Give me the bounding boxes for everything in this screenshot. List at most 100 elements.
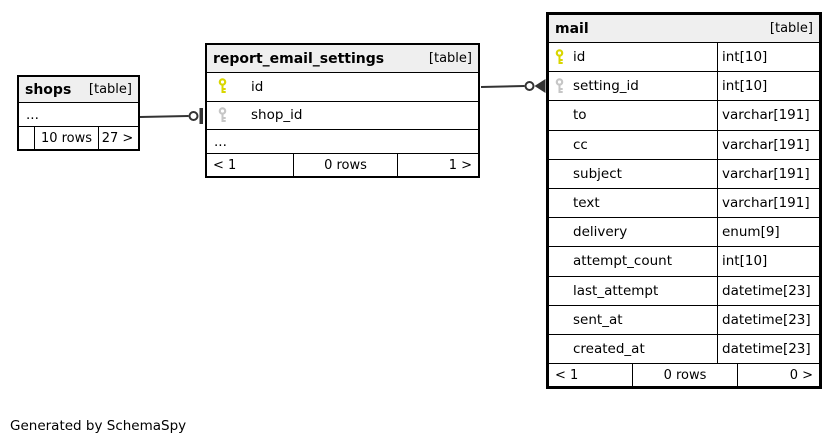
column-name: cc (573, 136, 588, 153)
footer-prev-label: < 1 (555, 367, 579, 383)
footer-next-cell: 1 > (397, 154, 478, 176)
column-name-cell: created_at (549, 334, 718, 364)
column-row-sent-at: sent_at datetime[23] (549, 305, 819, 335)
ellipsis-label: ... (26, 106, 39, 123)
column-name-cell: cc (549, 130, 718, 159)
column-name: text (573, 195, 600, 212)
column-type-cell: int[10] (718, 247, 819, 275)
footer-prev-cell (19, 127, 34, 149)
key-icon-spacer (554, 311, 566, 328)
table-header: report_email_settings [table] (207, 45, 478, 73)
column-type: varchar[191] (722, 136, 810, 153)
column-type-cell: datetime[23] (718, 306, 819, 334)
footer-rowcount-cell: 10 rows (34, 127, 98, 149)
column-type-cell: varchar[191] (718, 189, 819, 217)
footer-prev-cell: < 1 (207, 154, 293, 176)
column-type: datetime[23] (722, 311, 811, 328)
key-icon-spacer (554, 165, 566, 182)
column-type-cell: int[10] (718, 43, 819, 71)
edge-report-email-settings-to-mail (480, 79, 546, 93)
column-type-cell: varchar[191] (718, 101, 819, 129)
table-footer: < 1 0 rows 1 > (207, 154, 478, 176)
foreign-key-icon (554, 77, 566, 95)
column-row-delivery: delivery enum[9] (549, 218, 819, 248)
footer-rowcount-label: 10 rows (40, 130, 93, 146)
column-row-attempt-count: attempt_count int[10] (549, 247, 819, 277)
column-row-id: id (207, 73, 478, 102)
column-name-cell: text (549, 188, 718, 218)
column-name-cell: attempt_count (549, 247, 718, 276)
footer-rowcount-label: 0 rows (663, 367, 707, 383)
column-name: delivery (573, 224, 628, 241)
column-row-cc: cc varchar[191] (549, 130, 819, 160)
footer-rowcount-cell: 0 rows (632, 364, 737, 386)
table-title: mail (555, 20, 589, 37)
column-type-cell: int[10] (718, 72, 819, 100)
table-header: shops [table] (19, 77, 138, 103)
column-name-cell: to (549, 101, 718, 130)
key-icon-spacer (554, 224, 566, 241)
column-name-cell: delivery (549, 218, 718, 247)
column-name: subject (573, 165, 622, 182)
table-type-tag: [table] (88, 82, 132, 97)
column-name: attempt_count (573, 253, 673, 270)
table-title: shops (25, 81, 72, 98)
column-type: varchar[191] (722, 195, 810, 212)
table-node-report-email-settings[interactable]: report_email_settings [table] id shop_id (205, 43, 480, 178)
column-type: int[10] (722, 78, 768, 95)
column-type-cell: datetime[23] (718, 335, 819, 363)
footer-rowcount-cell: 0 rows (293, 154, 397, 176)
table-header: mail [table] (549, 15, 819, 43)
column-name: to (573, 107, 587, 124)
relationship-line (139, 115, 189, 118)
key-icon-spacer (554, 195, 566, 212)
zero-circle-marker-icon (524, 81, 535, 91)
ellipsis-label: ... (214, 133, 227, 150)
column-row-created-at: created_at datetime[23] (549, 334, 819, 365)
column-row-setting-id: setting_id int[10] (549, 72, 819, 102)
table-title: report_email_settings (213, 50, 385, 67)
footer-prev-cell: < 1 (549, 364, 632, 386)
column-name-cell: setting_id (549, 72, 718, 101)
table-type-tag: [table] (769, 21, 813, 36)
table-node-shops[interactable]: shops [table] ... 10 rows 27 > (17, 75, 140, 151)
collapsed-columns-row: ... (207, 130, 478, 154)
footer-next-label: 27 > (101, 130, 134, 146)
footer-next-cell: 27 > (98, 127, 138, 149)
column-name: created_at (573, 340, 645, 357)
primary-key-icon (554, 48, 566, 66)
footer-next-label: 1 > (448, 157, 472, 173)
table-node-mail[interactable]: mail [table] id int[10] (546, 12, 822, 389)
column-row-last-attempt: last_attempt datetime[23] (549, 276, 819, 306)
footer-next-cell: 0 > (737, 364, 819, 386)
column-name: id (251, 78, 264, 95)
column-name: sent_at (573, 311, 623, 328)
column-type: int[10] (722, 253, 768, 270)
column-type: varchar[191] (722, 165, 810, 182)
footer-rowcount-label: 0 rows (324, 157, 367, 173)
column-row-subject: subject varchar[191] (549, 159, 819, 189)
column-name: id (573, 49, 586, 66)
column-type: int[10] (722, 49, 768, 66)
column-type: enum[9] (722, 224, 780, 241)
zero-circle-marker-icon (188, 111, 199, 121)
table-footer: < 1 0 rows 0 > (549, 364, 819, 386)
key-icon-spacer (554, 136, 566, 153)
column-type-cell: datetime[23] (718, 277, 819, 305)
column-name-cell: subject (549, 159, 718, 188)
crow-marker-icon (534, 79, 546, 93)
column-name-cell: id (549, 43, 718, 72)
column-name: setting_id (573, 78, 639, 95)
foreign-key-icon (217, 106, 229, 124)
column-type-cell: enum[9] (718, 218, 819, 246)
key-icon-spacer (554, 253, 566, 270)
column-type: datetime[23] (722, 340, 811, 357)
column-name-cell: last_attempt (549, 276, 718, 305)
column-type: datetime[23] (722, 282, 811, 299)
key-icon-spacer (554, 107, 566, 124)
footer-next-label: 0 > (789, 367, 813, 383)
column-row-to: to varchar[191] (549, 101, 819, 131)
key-icon-spacer (554, 282, 566, 299)
table-type-tag: [table] (428, 51, 472, 66)
